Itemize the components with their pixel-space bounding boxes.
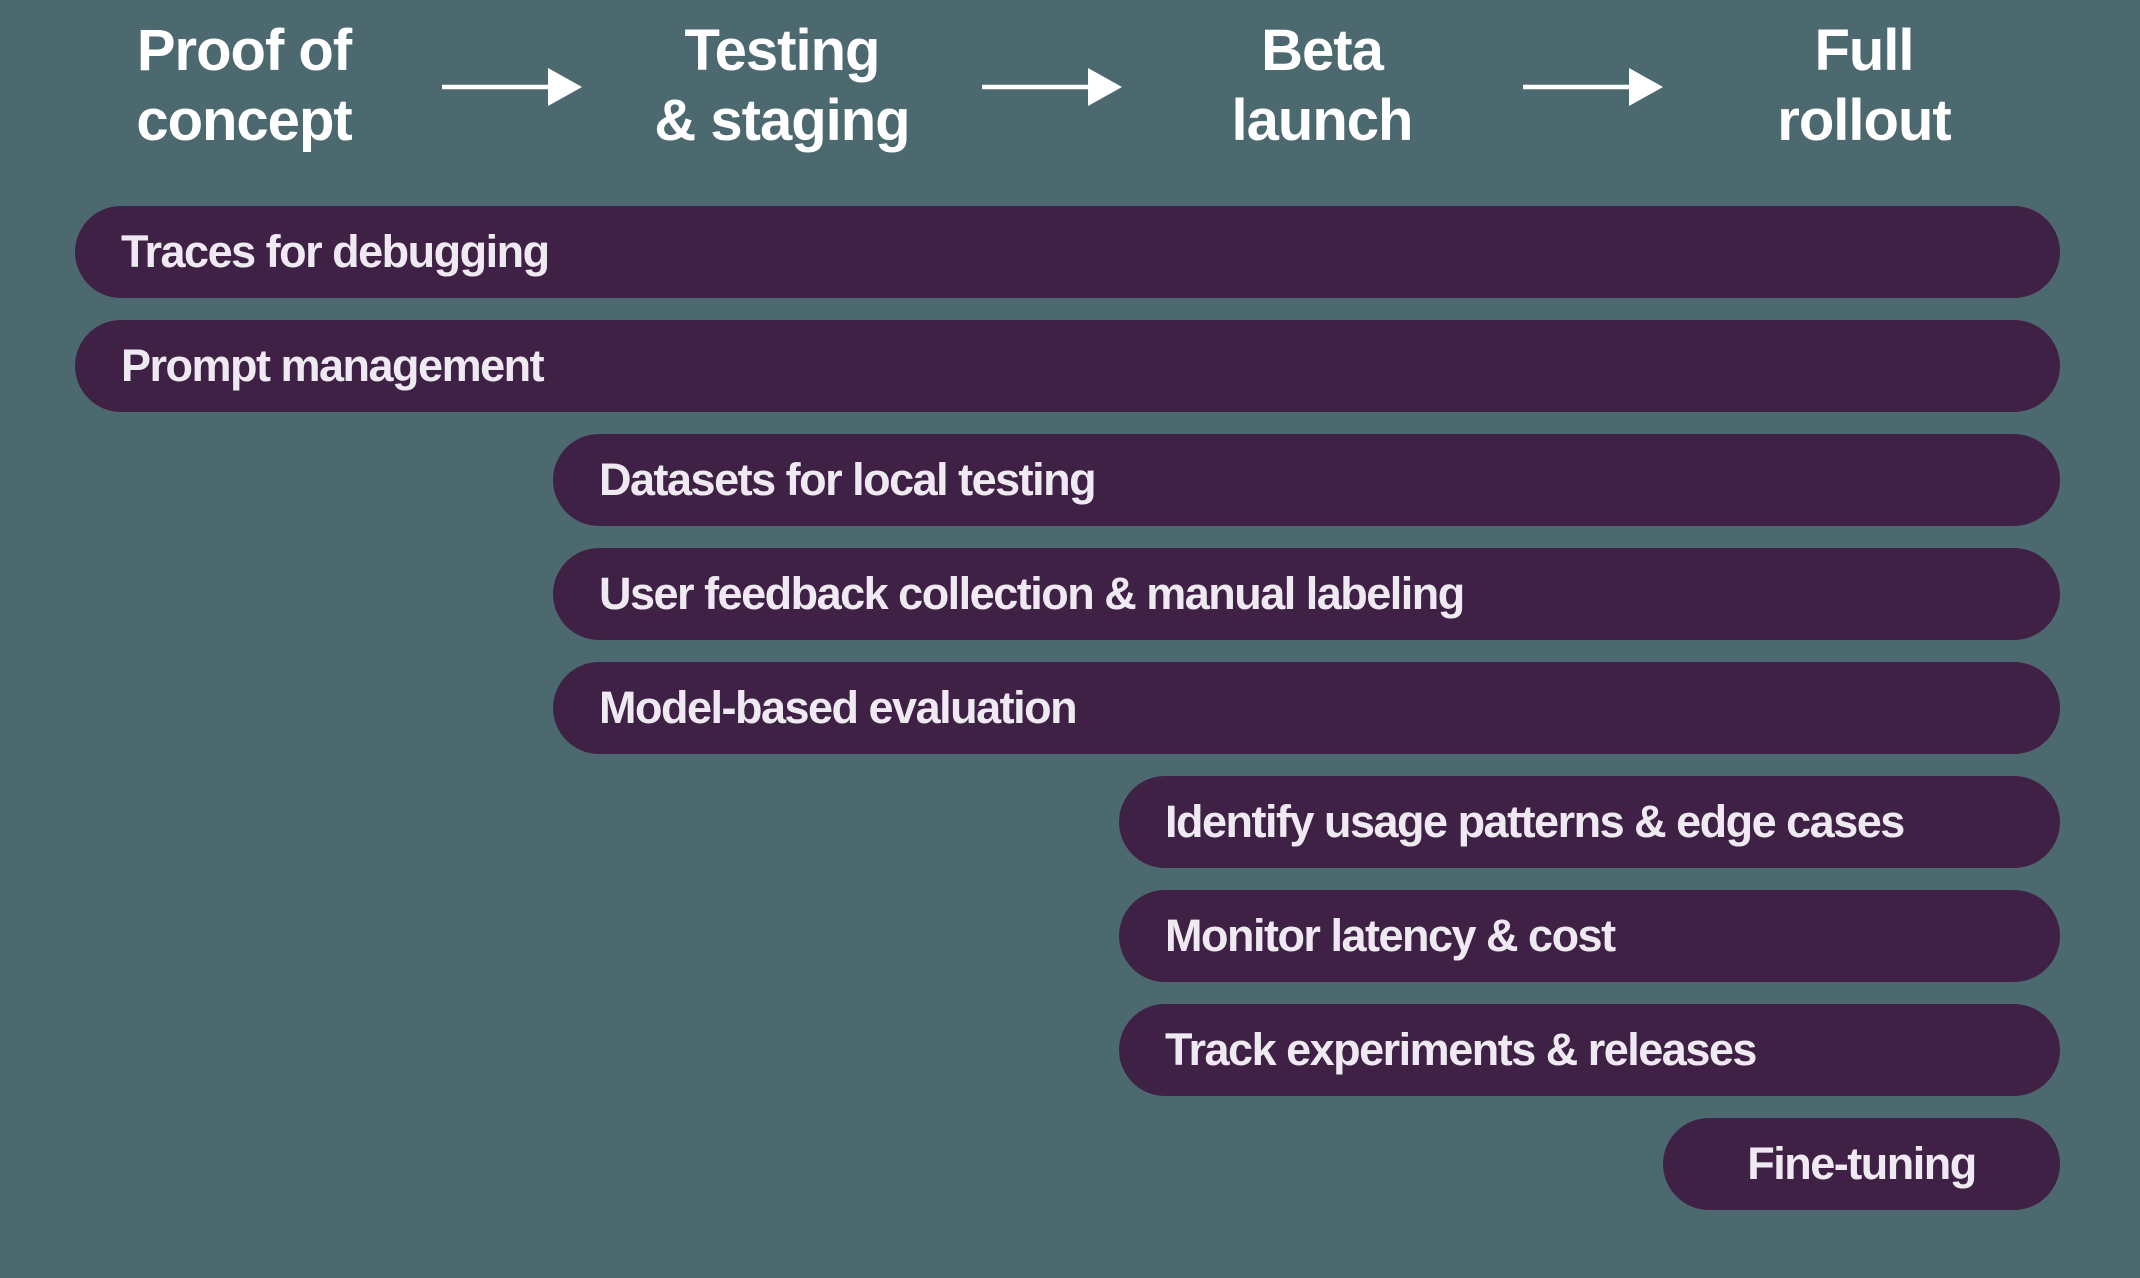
arrow-right-icon [982, 68, 1122, 106]
feature-bar-label: User feedback collection & manual labeli… [599, 568, 1465, 619]
stage-label-line: Proof of [136, 18, 352, 83]
stage-header-testing-staging: Testing & staging [562, 16, 1002, 156]
stage-label-line: Full [1814, 18, 1914, 83]
feature-bar-label: Model-based evaluation [599, 682, 1078, 733]
feature-bar-label: Prompt management [121, 340, 545, 391]
feature-bar-label: Datasets for local testing [599, 454, 1097, 505]
feature-bar-monitor-latency-cost: Monitor latency & cost [1119, 890, 2060, 982]
feature-bar-label: Track experiments & releases [1165, 1024, 1757, 1075]
stage-header-proof-of-concept: Proof of concept [24, 16, 464, 156]
feature-bar-label: Traces for debugging [121, 226, 550, 277]
stage-label-line: Beta [1261, 18, 1384, 83]
stage-header-beta-launch: Beta launch [1102, 16, 1542, 156]
feature-bar-track-experiments-releases: Track experiments & releases [1119, 1004, 2060, 1096]
feature-bar-prompt-management: Prompt management [75, 320, 2060, 412]
feature-bar-user-feedback-collection: User feedback collection & manual labeli… [553, 548, 2060, 640]
stage-label-line: Testing [684, 18, 881, 83]
feature-bar-traces-for-debugging: Traces for debugging [75, 206, 2060, 298]
stage-label-line: rollout [1777, 88, 1951, 153]
stage-header-full-rollout: Full rollout [1644, 16, 2084, 156]
feature-bar-identify-usage-patterns: Identify usage patterns & edge cases [1119, 776, 2060, 868]
feature-bar-fine-tuning: Fine-tuning [1663, 1118, 2060, 1210]
arrow-right-icon [1523, 68, 1663, 106]
stage-label-line: & staging [654, 88, 910, 153]
arrow-right-icon [442, 68, 582, 106]
stage-label-line: launch [1231, 88, 1414, 153]
feature-bar-model-based-evaluation: Model-based evaluation [553, 662, 2060, 754]
feature-bar-label: Identify usage patterns & edge cases [1165, 796, 1905, 847]
feature-bar-datasets-for-local-testing: Datasets for local testing [553, 434, 2060, 526]
feature-bar-label: Monitor latency & cost [1165, 910, 1616, 961]
stage-label-line: concept [136, 88, 352, 153]
feature-bar-label: Fine-tuning [1747, 1138, 1977, 1189]
